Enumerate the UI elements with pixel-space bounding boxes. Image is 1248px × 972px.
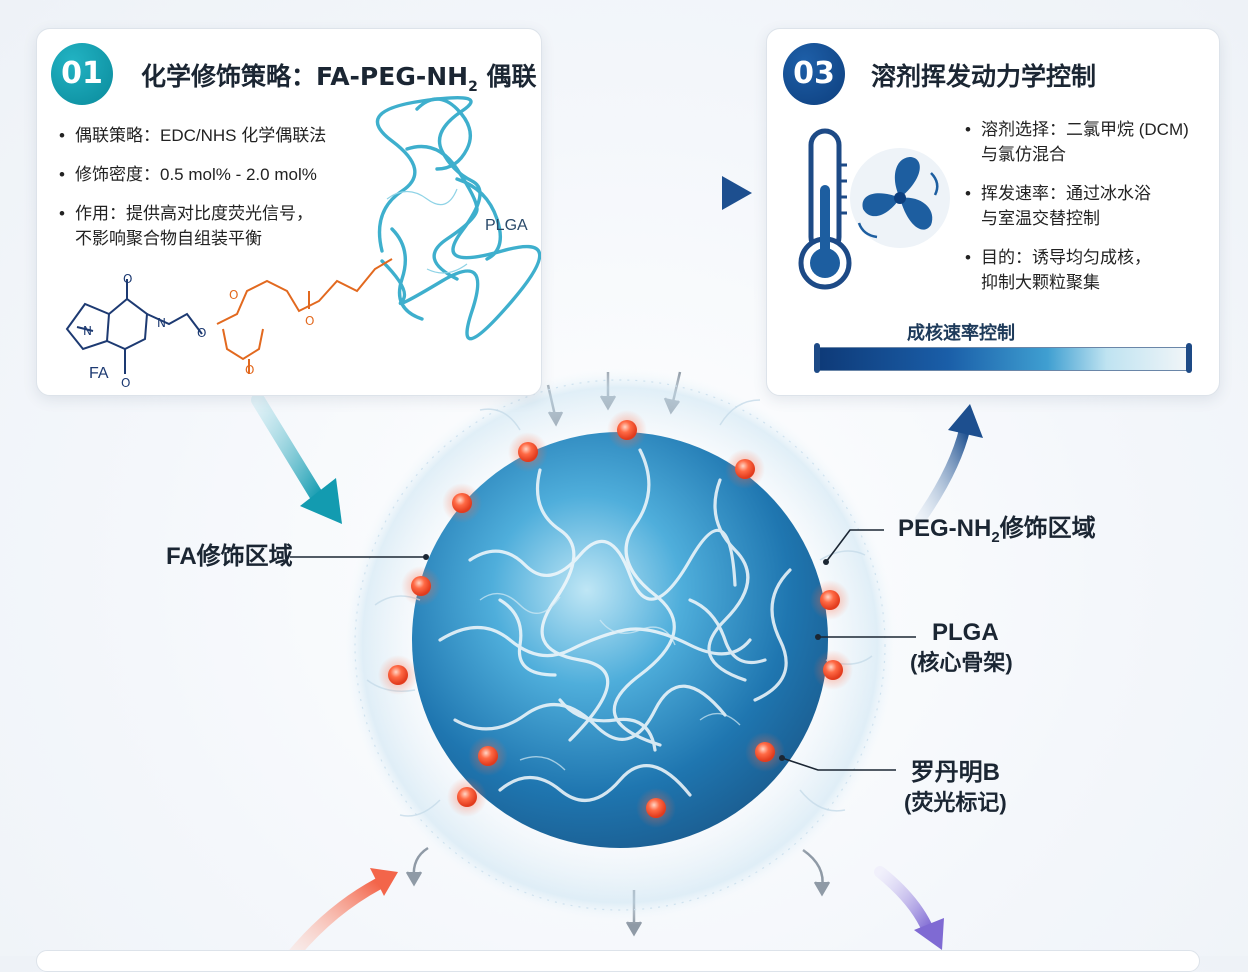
fluorophore-dot: [725, 449, 765, 489]
bullet-rate: 挥发速率：通过冰水浴 与室温交替控制: [965, 181, 1210, 231]
arrow-card1-to-card3: [565, 176, 752, 210]
card-chemical-modification: 01 化学修饰策略：FA-PEG-NH2 偶联 偶联策略：EDC/NHS 化学偶…: [36, 28, 542, 396]
card-solvent-evaporation: 03 溶剂挥发动力学控制 溶剂选择：二氯甲烷 (DCM) 与氯仿混合 挥发速率：…: [766, 28, 1220, 396]
nucleation-rate-bar: [814, 343, 1192, 373]
fa-peg-plga-structure: O O O O N N O O: [65, 96, 541, 390]
step-badge: 01: [51, 43, 113, 105]
callout-rhodamine-title: 罗丹明B: [910, 759, 1000, 786]
fluorophore-dot: [745, 732, 785, 772]
arrow-bottom-right: [874, 866, 944, 950]
bullet-list: 溶剂选择：二氯甲烷 (DCM) 与氯仿混合 挥发速率：通过冰水浴 与室温交替控制…: [965, 117, 1210, 309]
atom-label: N: [83, 324, 92, 338]
fluorophore-dot: [378, 655, 418, 695]
fluorophore-dot: [447, 777, 487, 817]
atom-label: O: [121, 376, 130, 390]
fluorophore-dot: [636, 788, 676, 828]
fa-structure-label: FA: [89, 365, 109, 382]
bar-end-left: [814, 343, 820, 373]
bullet-purpose: 目的：诱导均匀成核， 抑制大颗粒聚集: [965, 245, 1210, 295]
arrow-sphere-to-card3: [914, 404, 983, 526]
atom-label: O: [305, 314, 314, 328]
card-title: 化学修饰策略：FA-PEG-NH2 偶联: [141, 62, 537, 95]
bullet-coupling: 偶联策略：EDC/NHS 化学偶联法: [59, 123, 379, 148]
bullet-list: 偶联策略：EDC/NHS 化学偶联法 修饰密度：0.5 mol% - 2.0 m…: [59, 123, 379, 265]
fluorophore-dot: [442, 483, 482, 523]
callout-peg-region: PEG-NH2修饰区域: [898, 515, 1096, 546]
bullet-function: 作用：提供高对比度荧光信号， 不影响聚合物自组装平衡: [59, 201, 379, 251]
card-title: 溶剂挥发动力学控制: [871, 62, 1097, 91]
thermometer-icon: [798, 128, 852, 290]
arrow-bottom-left: [286, 868, 398, 956]
atom-label: N: [157, 316, 166, 330]
nucleation-control-label: 成核速率控制: [907, 323, 1015, 343]
fluorophore-dot: [508, 432, 548, 472]
fluorophore-dot: [468, 736, 508, 776]
fluorophore-dot: [401, 566, 441, 606]
next-card-edge: [36, 950, 1200, 972]
fluorophore-dot: [813, 650, 853, 690]
step-badge: 03: [783, 43, 845, 105]
fluorophore-dot: [810, 580, 850, 620]
atom-label: O: [123, 272, 132, 286]
callout-rhodamine-sub: (荧光标记): [904, 790, 1007, 815]
callout-plga-sub: (核心骨架): [910, 650, 1013, 675]
fan-icon: [850, 148, 950, 248]
callout-rhodamine: 罗丹明B (荧光标记): [904, 758, 1007, 818]
plga-structure-label: PLGA: [485, 217, 528, 234]
atom-label: O: [197, 326, 206, 340]
callout-plga-title: PLGA: [931, 619, 999, 646]
atom-label: O: [229, 288, 238, 302]
fluorophore-dot: [607, 410, 647, 450]
bar-end-right: [1186, 343, 1192, 373]
arrow-card1-to-sphere: [251, 393, 342, 524]
bullet-solvent: 溶剂选择：二氯甲烷 (DCM) 与氯仿混合: [965, 117, 1210, 167]
bullet-density: 修饰密度：0.5 mol% - 2.0 mol%: [59, 162, 379, 187]
callout-plga: PLGA (核心骨架): [910, 618, 1013, 678]
atom-label: O: [245, 363, 254, 377]
callout-fa-region: FA修饰区域: [166, 543, 293, 570]
